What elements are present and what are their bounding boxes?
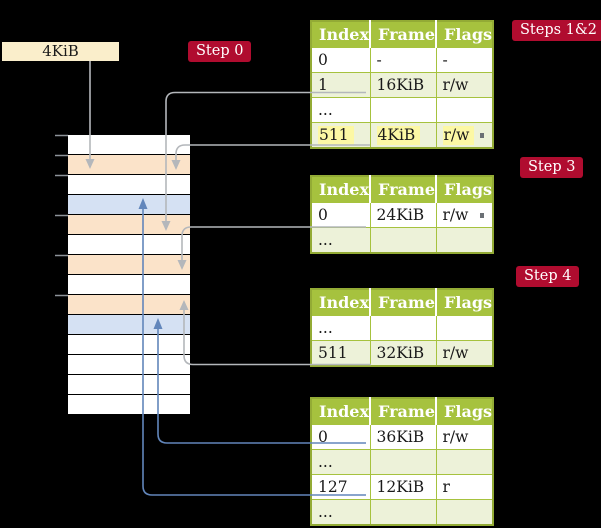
highlighted-value: 511 bbox=[318, 126, 354, 145]
table-cell: 0 bbox=[310, 202, 371, 228]
memory-row-pagetable bbox=[68, 295, 190, 315]
table-cell: - bbox=[369, 47, 437, 73]
table-cell: 36KiB bbox=[369, 424, 437, 450]
memory-row-pagetable bbox=[68, 215, 190, 235]
column-header: Frame bbox=[369, 398, 437, 425]
table-cell: 4KiB bbox=[369, 122, 437, 149]
table-cell: 0 bbox=[310, 424, 371, 450]
table-cell: 24KiB bbox=[369, 202, 437, 228]
memory-ticks bbox=[55, 134, 68, 297]
table-cell bbox=[435, 499, 494, 526]
column-header: Index bbox=[311, 176, 371, 203]
column-header: Flags bbox=[435, 21, 494, 48]
table-cell bbox=[369, 449, 437, 475]
table-cell: 127 bbox=[310, 474, 371, 500]
memory-column bbox=[68, 135, 190, 415]
column-header: Flags bbox=[435, 176, 494, 203]
table-cell bbox=[369, 499, 437, 526]
highlighted-value: 4KiB bbox=[376, 126, 421, 145]
memory-row-free bbox=[68, 135, 190, 155]
table-cell: 32KiB bbox=[369, 340, 437, 367]
table-cell bbox=[435, 315, 494, 341]
memory-row-free bbox=[68, 335, 190, 355]
column-header: Flags bbox=[435, 289, 494, 316]
memory-row-pagetable bbox=[68, 255, 190, 275]
table-cell: r bbox=[435, 474, 494, 500]
table-cell: 511 bbox=[310, 122, 371, 149]
table-cell bbox=[369, 315, 437, 341]
table-row: ... bbox=[310, 227, 494, 254]
table-cell: r/w bbox=[435, 424, 494, 450]
memory-row-free bbox=[68, 355, 190, 375]
memory-row-page bbox=[68, 315, 190, 335]
highlighted-value: r/w bbox=[442, 126, 475, 145]
memory-row-free bbox=[68, 395, 190, 415]
column-header: Frame bbox=[369, 176, 437, 203]
table-row: ... bbox=[310, 449, 494, 475]
label-step-4: Step 4 bbox=[516, 266, 580, 287]
table-cell: r/w bbox=[435, 72, 494, 98]
table-row: 511 4KiB r/w bbox=[310, 122, 494, 149]
frame-size-label: 4KiB bbox=[42, 42, 79, 60]
table-cell: r/w bbox=[435, 340, 494, 367]
table-cell: r/w bbox=[435, 122, 494, 149]
table-cell: 0 bbox=[310, 47, 371, 73]
table-cell: ... bbox=[310, 315, 371, 341]
label-steps-1-2: Steps 1&2 bbox=[512, 20, 601, 41]
column-header: Flags bbox=[435, 398, 494, 425]
table-row: ... bbox=[310, 97, 494, 123]
memory-row-page bbox=[68, 195, 190, 215]
table-cell bbox=[369, 227, 437, 254]
table-cell: r/w bbox=[435, 202, 494, 228]
memory-row-free bbox=[68, 235, 190, 255]
table-cell: ... bbox=[310, 97, 371, 123]
table-cell: 511 bbox=[310, 340, 371, 367]
memory-row-free bbox=[68, 375, 190, 395]
table-cell bbox=[435, 97, 494, 123]
table-cell bbox=[435, 449, 494, 475]
memory-row-pagetable bbox=[68, 155, 190, 175]
table-cell bbox=[435, 227, 494, 254]
label-step-0: Step 0 bbox=[188, 41, 252, 62]
column-header: Index bbox=[311, 21, 371, 48]
table-row: 0-- bbox=[310, 47, 494, 73]
table-cell: 1 bbox=[310, 72, 371, 98]
column-header: Index bbox=[311, 398, 371, 425]
table-cell: 16KiB bbox=[369, 72, 437, 98]
frame-size-box: 4KiB bbox=[2, 42, 119, 61]
table-cell: ... bbox=[310, 227, 371, 254]
table-row: ... bbox=[310, 315, 494, 341]
label-step-3: Step 3 bbox=[520, 157, 584, 178]
table-cell: - bbox=[435, 47, 494, 73]
column-header: Frame bbox=[369, 21, 437, 48]
table-cell: ... bbox=[310, 499, 371, 526]
column-header: Frame bbox=[369, 289, 437, 316]
table-row: ... bbox=[310, 499, 494, 526]
memory-row-free bbox=[68, 275, 190, 295]
table-cell: 12KiB bbox=[369, 474, 437, 500]
table-cell: ... bbox=[310, 449, 371, 475]
memory-row-free bbox=[68, 175, 190, 195]
table-cell bbox=[369, 97, 437, 123]
column-header: Index bbox=[311, 289, 371, 316]
